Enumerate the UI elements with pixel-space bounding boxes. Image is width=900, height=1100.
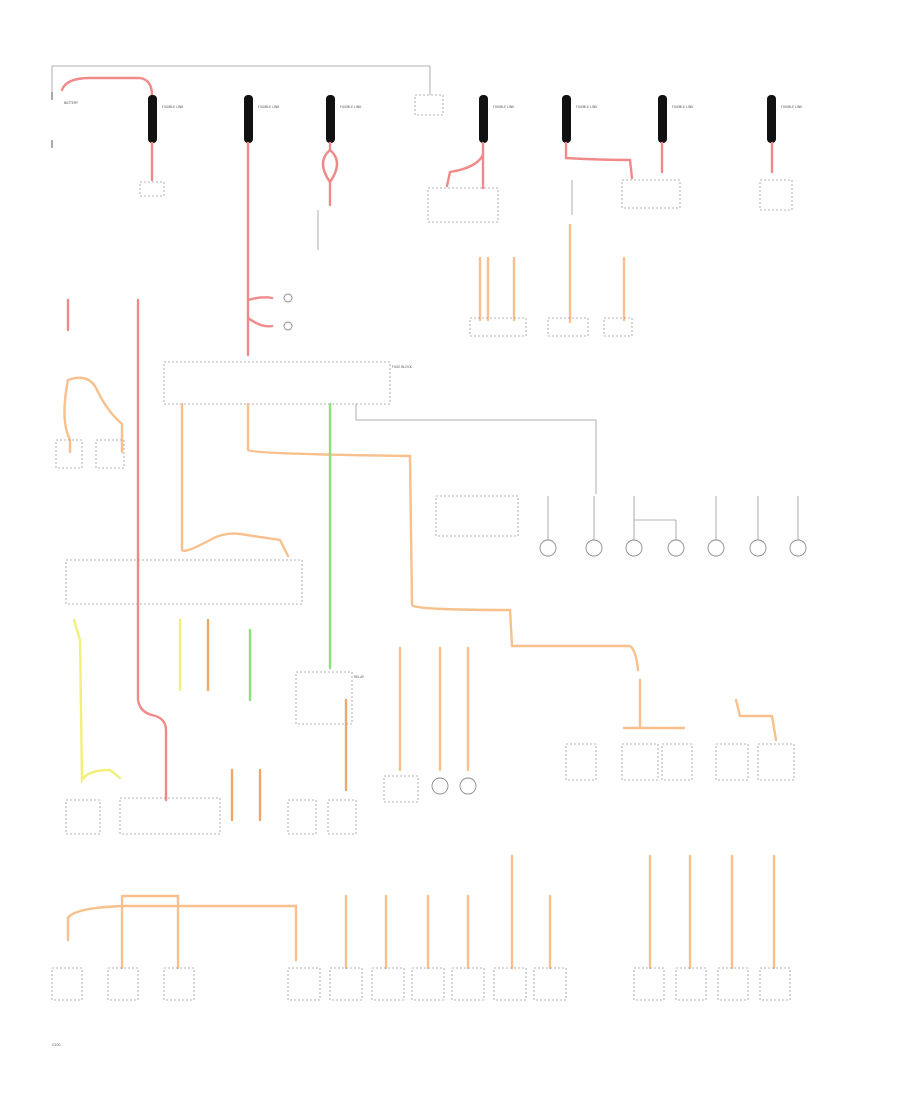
lamp-4 (667, 539, 685, 557)
battery-label: BATTERY (64, 101, 78, 105)
fusible-link-4 (479, 95, 488, 143)
fuse-block-orange-left (180, 402, 290, 558)
fusible-link-2 (244, 95, 253, 143)
upper-switch-boxes (469, 317, 633, 337)
fusible-link-label-5: FUSIBLE LINK (576, 105, 598, 109)
right-cluster (565, 678, 795, 781)
lamp-6 (749, 539, 767, 557)
lamp-3 (625, 539, 643, 557)
fusible-link-label-7: FUSIBLE LINK (781, 105, 803, 109)
middle-orange-wires (230, 698, 348, 822)
lamp-1 (539, 539, 557, 557)
fusible-link-label-4: FUSIBLE LINK (493, 105, 515, 109)
circuit-breaker-symbols (283, 293, 293, 331)
gray-lamp-feed-wire (355, 404, 597, 494)
fusible-link-5 (562, 95, 571, 143)
fusible-link-label-1: FUSIBLE LINK (162, 105, 184, 109)
fusible-link-1 (148, 95, 157, 143)
lamp-row (435, 495, 807, 557)
fusible-link-label-2: FUSIBLE LINK (258, 105, 280, 109)
ground-label: G100 (52, 1043, 61, 1047)
left-switch-box (95, 439, 125, 469)
upper-orange-wires (478, 223, 626, 324)
fusible-link-3 (326, 95, 335, 143)
left-orange-loop (63, 376, 124, 454)
bottom-orange-bus (66, 894, 298, 970)
middle-boxes (65, 797, 357, 835)
lamp-2 (585, 539, 603, 557)
left-red-long-wire (136, 298, 168, 802)
fuse-block (163, 361, 391, 405)
battery: BATTERY (51, 92, 78, 148)
fusible-link-6 (658, 95, 667, 143)
fusible-link-group (148, 95, 776, 143)
upper-components (139, 94, 793, 250)
main-orange-wire (246, 402, 640, 672)
fusible-link-label-3: FUSIBLE LINK (340, 105, 362, 109)
middle-left-wires (72, 618, 210, 785)
fusible-link-label-6: FUSIBLE LINK (672, 105, 694, 109)
fuse-block-label: FUSE BLOCK (392, 365, 413, 369)
lamp-5 (707, 539, 725, 557)
headlamp-switch-box (65, 559, 303, 605)
center-lamp-group (383, 646, 477, 803)
left-switch-box-2 (55, 439, 83, 469)
relay-box (295, 671, 353, 725)
top-bus-wire (51, 65, 431, 95)
bottom-orange-drops (344, 854, 776, 970)
red-feed-wires (150, 141, 774, 357)
lamp-7 (789, 539, 807, 557)
fusible-link-7 (767, 95, 776, 143)
relay-label: RELAY (354, 675, 364, 679)
bottom-boxes (51, 967, 791, 1001)
battery-red-wire (60, 76, 154, 97)
